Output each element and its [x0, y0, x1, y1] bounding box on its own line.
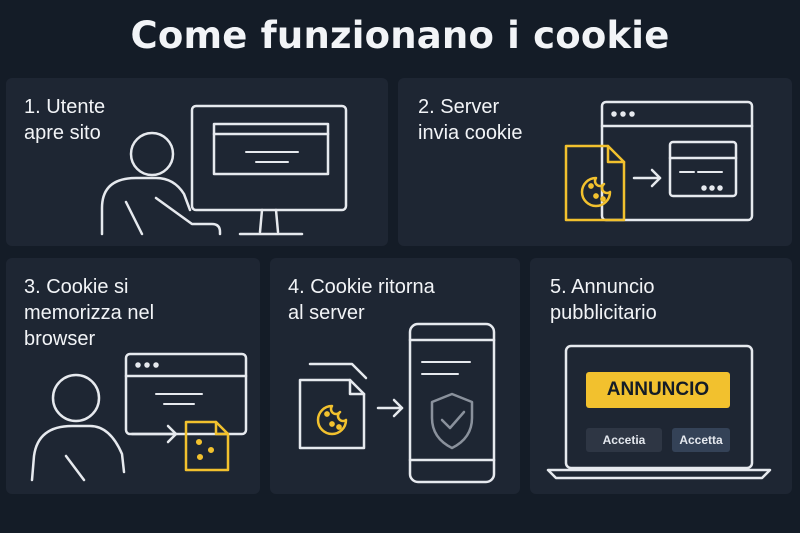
arrow-right-icon [376, 398, 404, 418]
laptop-icon [546, 344, 772, 480]
step-panel-4: 4. Cookie ritorna al server [270, 258, 520, 494]
browser-window-icon [600, 100, 754, 222]
arrow-right-icon [632, 168, 662, 188]
step-3-label: 3. Cookie si memorizza nel browser [24, 276, 155, 350]
step-panel-1: 1. Utente apre sito [6, 78, 388, 246]
shield-check-icon [430, 392, 474, 450]
smartphone-icon [408, 322, 496, 484]
arrow-right-icon [130, 424, 178, 444]
step-panel-2: 2. Server invia cookie [398, 78, 792, 246]
user-icon [30, 373, 126, 482]
step-1-label: 1. Utente apre sito [24, 96, 106, 144]
cookie-file-icon [564, 144, 626, 222]
monitor-icon [190, 104, 348, 236]
cookie-file-icon [298, 362, 368, 450]
step-panel-5: 5. Annuncio pubblicitario ANNUNCIO Accet… [530, 258, 792, 494]
user-icon [100, 131, 222, 236]
ad-accept-button-right[interactable]: Accetta [672, 428, 730, 452]
cookie-file-icon [184, 420, 230, 472]
page-title: Come funzionano i cookie [130, 14, 670, 57]
step-panel-3: 3. Cookie si memorizza nel browser [6, 258, 260, 494]
ad-accept-button-left[interactable]: Accetia [586, 428, 662, 452]
ad-banner: ANNUNCIO [586, 372, 730, 408]
step-5-label: 5. Annuncio pubblicitario [550, 276, 657, 324]
step-2-label: 2. Server invia cookie [418, 96, 523, 144]
step-4-label: 4. Cookie ritorna al server [288, 276, 435, 324]
